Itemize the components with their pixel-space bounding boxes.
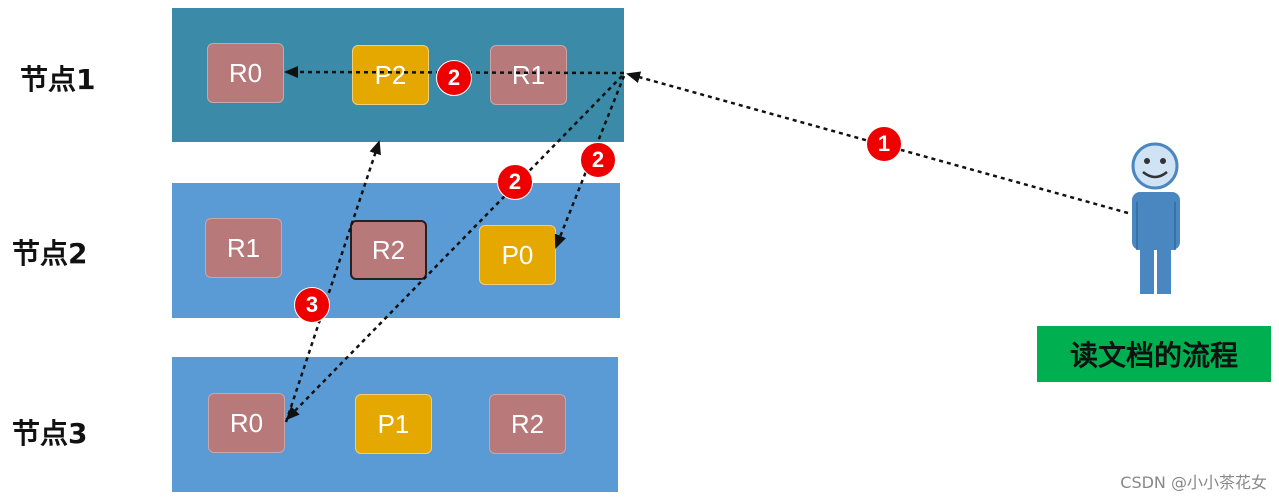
- node-3-shard-r2: R2: [489, 394, 566, 454]
- node-1-shard-r0: R0: [207, 43, 284, 103]
- step-2-marker-c: 2: [497, 164, 533, 200]
- node-2-shard-p0: P0: [479, 225, 556, 285]
- node-2-shard-r1: R1: [205, 218, 282, 278]
- node-3-shard-p1: P1: [355, 394, 432, 454]
- node-2-label: 节点2: [12, 237, 88, 270]
- user-icon: [1131, 142, 1180, 294]
- node-1-shard-r1: R1: [490, 45, 567, 105]
- node-1-shard-p2: P2: [352, 45, 429, 105]
- step-2-marker-a: 2: [436, 60, 472, 96]
- node-3-label: 节点3: [12, 417, 88, 450]
- watermark: CSDN @小小茶花女: [1120, 473, 1267, 492]
- step-1-marker: 1: [866, 126, 902, 162]
- step-3-marker: 3: [294, 287, 330, 323]
- flow-title: 读文档的流程: [1037, 326, 1271, 382]
- node-1-label: 节点1: [20, 63, 96, 96]
- node-3-shard-r0: R0: [208, 393, 285, 453]
- step-2-marker-b: 2: [580, 142, 616, 178]
- node-2-shard-r2: R2: [350, 220, 427, 280]
